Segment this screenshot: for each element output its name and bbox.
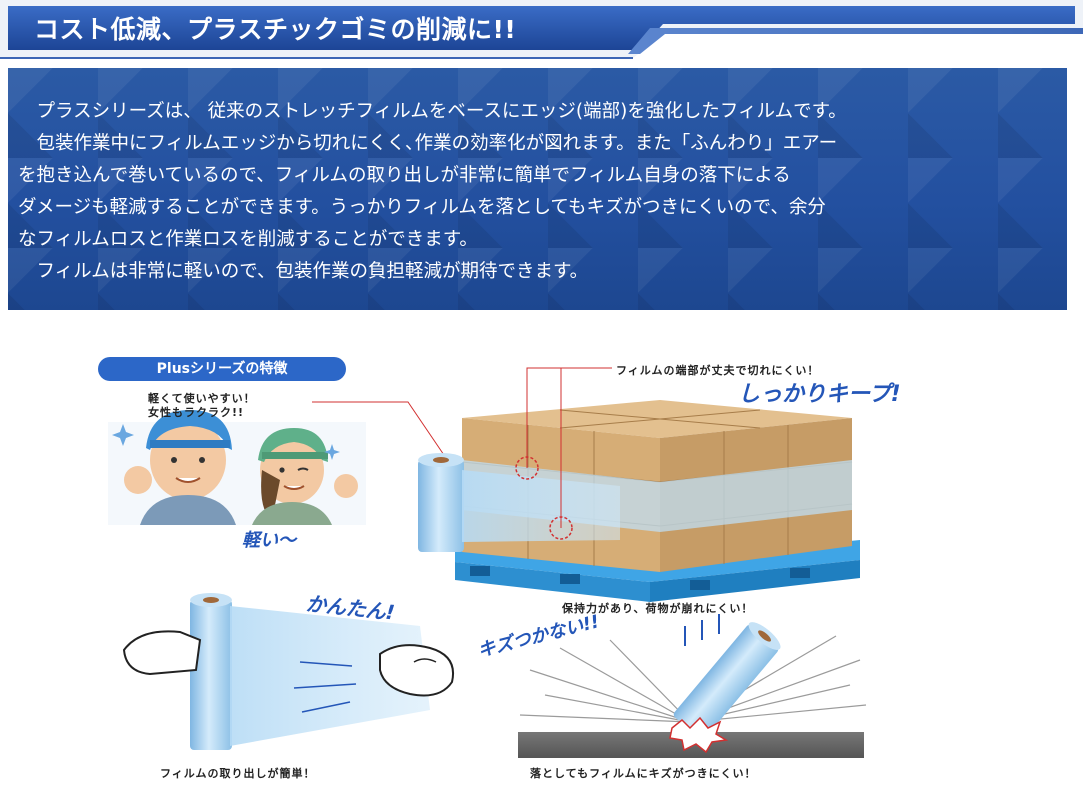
intro-line-2: 包装作業中にフィルムエッジから切れにくく､作業の効率化が図れます。また「ふんわり… (18, 133, 838, 154)
feature-illustration: Plusシリーズの特徴 軽くて使いやすい！ 女性もラクラク!! 軽い〜 フィルム… (0, 310, 1083, 799)
scratch-caption: 落としてもフィルムにキズがつきにくい！ (530, 767, 757, 780)
workers-image (108, 410, 366, 525)
intro-line-6: フィルムは非常に軽いので、包装作業の負担軽減が期待できます。 (18, 261, 589, 282)
easy-pull-image (122, 593, 454, 750)
edge-markers (515, 367, 612, 540)
illustration-drawing (108, 367, 867, 758)
light-caption-2: 女性もラクラク!! (148, 406, 245, 419)
light-catch: 軽い〜 (242, 530, 296, 551)
intro-line-1: プラスシリーズは、 従来のストレッチフィルムをベースにエッジ(端部)を強化したフ… (18, 101, 847, 122)
keep-catch: しっかりキープ! (738, 382, 901, 407)
intro-panel: プラスシリーズは、 従来のストレッチフィルムをベースにエッジ(端部)を強化したフ… (8, 68, 1067, 310)
header-background (0, 0, 1083, 59)
header-band: コスト低減、プラスチックゴミの削減に!! (0, 0, 1083, 60)
intro-line-3: を抱き込んで巻いているので、フィルムの取り出しが非常に簡単でフィルム自身の落下に… (18, 165, 791, 186)
drop-scene-image (518, 614, 867, 758)
film-roll-pallet (418, 453, 620, 552)
features-badge: Plusシリーズの特徴 (98, 357, 346, 381)
light-caption-1: 軽くて使いやすい！ (148, 392, 256, 405)
intro-line-4: ダメージも軽減することができます。うっかりフィルムを落としてもキズがつきにくいの… (18, 197, 826, 218)
hold-caption: 保持力があり、荷物が崩れにくい！ (562, 602, 754, 615)
edge-caption: フィルムの端部が丈夫で切れにくい！ (616, 364, 820, 377)
pallet-image (455, 400, 860, 602)
callout-line-light (312, 401, 447, 459)
page-title: コスト低減、プラスチックゴミの削減に!! (34, 15, 517, 44)
easy-caption: フィルムの取り出しが簡単！ (160, 767, 316, 780)
intro-line-5: なフィルムロスと作業ロスを削減することができます。 (18, 229, 478, 250)
